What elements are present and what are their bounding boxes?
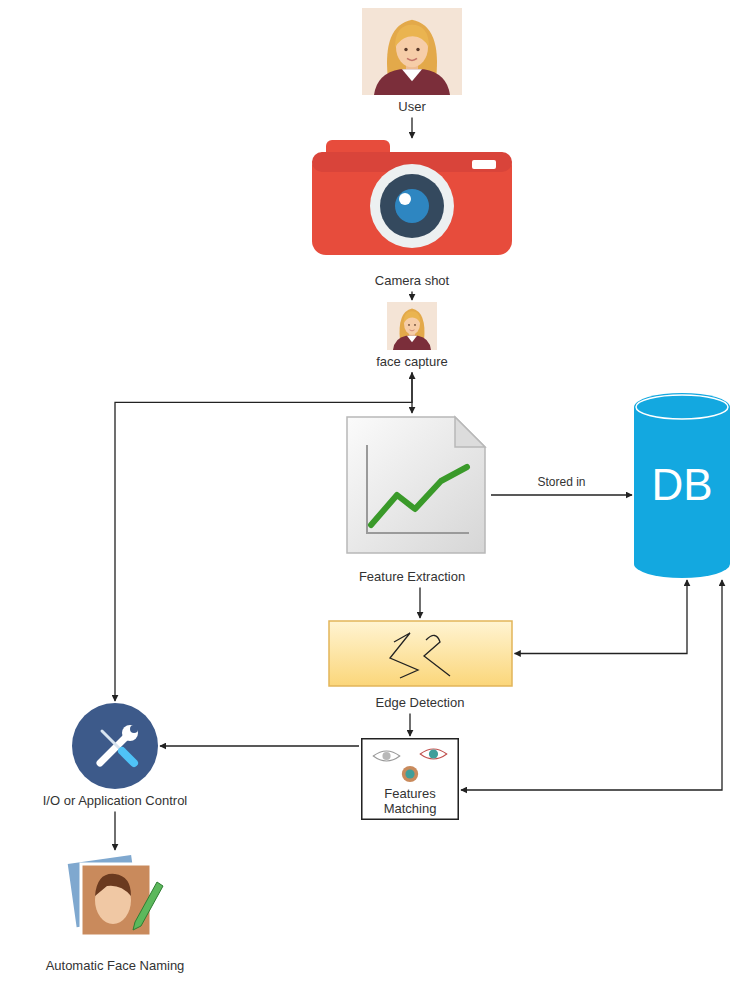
flow-arrow <box>419 588 420 618</box>
chart-document-icon <box>337 415 487 555</box>
photo-hair <box>95 874 131 896</box>
screwdriver-shaft <box>102 731 122 751</box>
camera-icon <box>312 140 512 255</box>
database-cylinder <box>634 393 730 578</box>
edge-label: Stored in <box>534 475 588 489</box>
fringe <box>404 311 421 324</box>
edge-detection-node: Edge Detection <box>328 620 513 711</box>
chart-axes <box>367 445 469 533</box>
shoulders <box>393 336 431 350</box>
lens <box>380 174 444 238</box>
database-node: DB <box>634 393 730 578</box>
eye <box>408 324 410 326</box>
flow-arrow <box>411 118 412 138</box>
face-icon <box>387 302 437 350</box>
flow-arrow <box>411 292 412 300</box>
camera-flash <box>472 160 496 169</box>
collar <box>402 69 422 81</box>
flow-arrow <box>409 714 410 736</box>
flow-arrow <box>491 494 632 495</box>
fringe <box>395 25 429 48</box>
node-label: User <box>398 99 425 115</box>
node-label: I/O or Application Control <box>43 793 188 809</box>
eye-iris <box>382 752 390 760</box>
tools-icon <box>72 703 158 789</box>
camera-node: Camera shot <box>312 140 512 289</box>
matching-box <box>362 739 458 820</box>
mouth <box>407 58 417 60</box>
node-label: Edge Detection <box>376 695 465 711</box>
wrench-jaw <box>130 725 138 733</box>
eye-icon <box>402 766 418 782</box>
camera-body <box>312 152 512 255</box>
node-label: Feature Extraction <box>359 569 465 585</box>
node-label: Automatic Face Naming <box>46 958 185 974</box>
eye-iris <box>405 770 414 779</box>
feature-extraction-node: Feature Extraction <box>337 415 487 585</box>
eye-icon <box>373 751 400 761</box>
flow-arrow <box>114 812 115 850</box>
lens-glass <box>395 189 429 223</box>
wrench-head <box>122 725 138 741</box>
cylinder-rim <box>636 395 728 419</box>
collar <box>407 336 417 343</box>
lens-glint <box>399 193 411 205</box>
user-icon <box>362 8 462 95</box>
face-capture-node: face capture <box>372 302 452 370</box>
tool-circle <box>72 703 158 789</box>
flow-arrow <box>160 745 359 746</box>
eye <box>416 48 419 51</box>
pencil <box>133 882 163 930</box>
document-page <box>347 417 485 553</box>
face-naming-node: Automatic Face Naming <box>42 852 189 974</box>
eye-icon <box>420 749 447 759</box>
page-fold <box>455 417 485 447</box>
node-label: DB <box>651 459 712 512</box>
screwdriver-handle <box>122 751 134 763</box>
portrait-ground <box>387 302 437 350</box>
user-node: User <box>362 8 462 115</box>
flow-arrow <box>515 580 688 654</box>
node-label: Camera shot <box>375 273 449 289</box>
eye <box>414 324 416 326</box>
edge-box <box>329 621 512 686</box>
application-control-node: I/O or Application Control <box>39 703 192 809</box>
node-label: face capture <box>376 354 448 370</box>
edge-stroke <box>390 633 418 678</box>
features-matching-node: Features Matching <box>361 738 459 820</box>
chart-line <box>371 467 467 525</box>
shoulders <box>374 69 450 95</box>
edge-stroke <box>424 635 450 676</box>
face-naming-icon <box>65 852 165 942</box>
node-label: Features Matching <box>365 786 455 817</box>
mouth <box>410 330 415 331</box>
edge-detection-box <box>328 620 513 687</box>
lens-ring <box>370 164 454 248</box>
eye-iris <box>429 750 438 759</box>
portrait-ground <box>362 8 462 95</box>
eye <box>404 48 407 51</box>
